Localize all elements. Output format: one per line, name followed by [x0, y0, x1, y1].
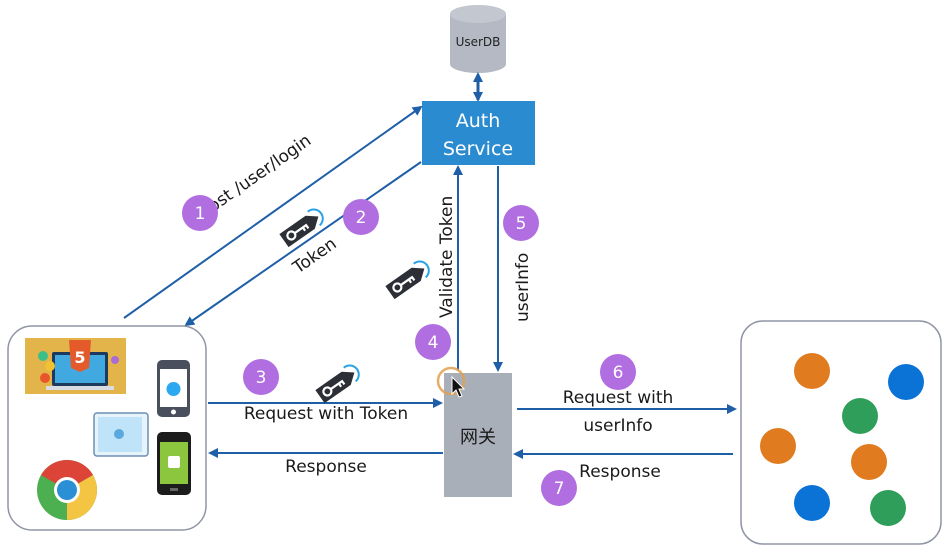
chrome-browser-icon [37, 459, 98, 520]
userdb-label: UserDB [456, 35, 501, 49]
service-node [794, 485, 830, 521]
request-with-userinfo-label-line2: userInfo [583, 416, 652, 436]
svg-text:2: 2 [356, 208, 367, 228]
iphone-icon [157, 360, 190, 417]
html5-app-icon: 5 [25, 338, 126, 394]
svg-text:6: 6 [613, 363, 624, 383]
request-key-icon [313, 360, 364, 405]
request-with-token-label: Request with Token [244, 404, 408, 424]
svg-text:5: 5 [74, 348, 85, 367]
android-phone-icon [157, 432, 191, 495]
service-node [760, 428, 796, 464]
login-request-arrow [123, 105, 423, 319]
service-node [794, 353, 830, 389]
service-node [842, 398, 878, 434]
service-node [851, 444, 887, 480]
request-with-userinfo-label-line1: Request with [563, 388, 674, 408]
svg-text:3: 3 [256, 368, 267, 388]
token-response-arrow [184, 161, 422, 327]
service-response-label: Response [579, 462, 661, 482]
ipad-icon [93, 412, 149, 457]
auth-service-box: Auth Service [422, 101, 535, 165]
step-badge-5: 5 [503, 205, 539, 241]
validate-token-label: Validate Token [437, 196, 457, 318]
client-response-label: Response [285, 457, 367, 477]
gateway-label: 网关 [460, 427, 496, 448]
step-badge-1: 1 [182, 195, 218, 231]
auth-service-label-line1: Auth [456, 110, 501, 132]
step-badge-2: 2 [343, 199, 379, 235]
mouse-cursor [436, 366, 466, 398]
validate-key-icon [383, 256, 434, 301]
auth-service-label-line2: Service [443, 138, 513, 160]
svg-text:5: 5 [516, 214, 527, 234]
svg-text:7: 7 [554, 479, 565, 499]
service-node [870, 490, 906, 526]
svg-text:1: 1 [195, 204, 206, 224]
userinfo-label: userInfo [513, 253, 533, 322]
step-badge-6: 6 [600, 354, 636, 390]
step-badge-3: 3 [243, 359, 279, 395]
step-badge-4: 4 [415, 324, 451, 360]
svg-text:4: 4 [428, 333, 439, 353]
step-badge-7: 7 [541, 470, 577, 506]
service-node [888, 364, 924, 400]
userdb-database: UserDB [450, 5, 506, 73]
